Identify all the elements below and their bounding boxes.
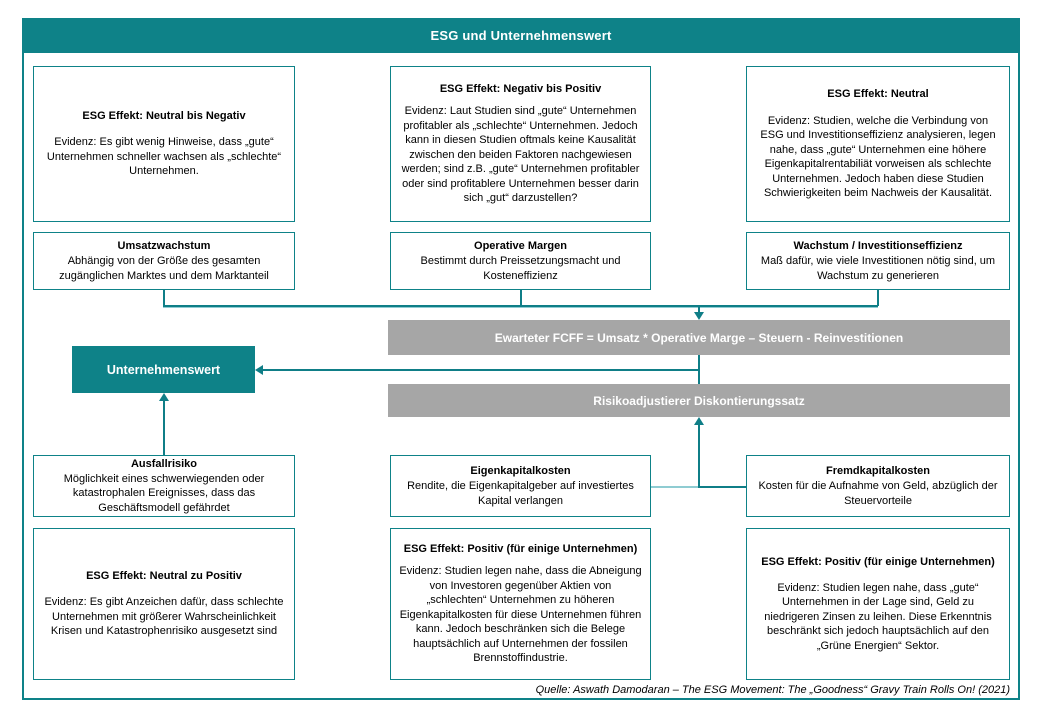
box-body: Evidenz: Laut Studien sind „gute“ Untern… [401,105,640,205]
arrow-down-icon [694,312,704,320]
box-body: Bestimmt durch Preissetzungsmacht und Ko… [420,255,621,282]
discount-rate-bar: Risikoadjustierer Diskontierungssatz [388,384,1010,417]
box-title: Umsatzwachstum [117,239,211,252]
connector-umsatz-down [163,290,165,306]
box-body: Maß dafür, wie viele Investitionen nötig… [760,255,996,282]
connector-eigen-horizontal [651,486,699,488]
diagram-title-bar: ESG und Unternehmenswert [22,18,1020,53]
box-body: Evidenz: Es gibt wenig Hinweise, dass „g… [46,136,282,178]
connector-effizienz-down [877,290,879,306]
connector-ausfall-up [163,399,165,455]
box-title: ESG Effekt: Neutral zu Positiv [86,570,242,583]
box-title: Fremdkapitalkosten [826,464,930,477]
connector-to-fcff [698,306,700,313]
box-body: Kosten für die Aufnahme von Geld, abzügl… [758,480,998,507]
esg-effect-box-growth: ESG Effekt: Neutral bis Negativ Evidenz:… [33,66,295,222]
unternehmenswert-box: Unternehmenswert [72,346,255,393]
box-title: Ausfallrisiko [130,457,198,470]
box-title: ESG Effekt: Neutral [827,88,929,101]
box-body: Evidenz: Es gibt Anzeichen dafür, dass s… [44,596,284,638]
arrow-up-icon [159,393,169,401]
risk-box-ausfallrisiko: Ausfallrisiko Möglichkeit eines schwerwi… [33,455,295,517]
box-body: Evidenz: Studien legen nahe, dass die Ab… [399,565,642,665]
box-body: Abhängig von der Größe des gesamten zugä… [59,255,269,282]
esg-effect-box-eigenkapital: ESG Effekt: Positiv (für einige Unterneh… [390,528,651,680]
arrow-left-icon [255,365,263,375]
driver-box-umsatzwachstum: Umsatzwachstum Abhängig von der Größe de… [33,232,295,290]
esg-effect-box-fremdkapital: ESG Effekt: Positiv (für einige Unterneh… [746,528,1010,680]
box-title: Eigenkapitalkosten [470,464,571,477]
box-title: ESG Effekt: Positiv (für einige Unterneh… [403,543,638,556]
risk-box-fremdkapitalkosten: Fremdkapitalkosten Kosten für die Aufnah… [746,455,1010,517]
box-title: Wachstum / Investitionseffizienz [793,239,963,252]
connector-margen-down [520,290,522,306]
connector-drivers-horizontal [163,305,878,307]
box-title: ESG Effekt: Positiv (für einige Unterneh… [761,555,995,568]
connector-drivers-horizontal-shadow [163,306,878,308]
driver-box-investitionseffizienz: Wachstum / Investitionseffizienz Maß daf… [746,232,1010,290]
box-title: Operative Margen [474,239,567,252]
driver-box-operative-margen: Operative Margen Bestimmt durch Preisset… [390,232,651,290]
unternehmenswert-label: Unternehmenswert [106,362,221,377]
box-title: ESG Effekt: Neutral bis Negativ [82,110,246,123]
box-body: Evidenz: Studien, welche die Verbindung … [760,114,996,200]
esg-effect-box-efficiency: ESG Effekt: Neutral Evidenz: Studien, we… [746,66,1010,222]
risk-box-eigenkapitalkosten: Eigenkapitalkosten Rendite, die Eigenkap… [390,455,651,517]
fcff-bar: Ewarteter FCFF = Umsatz * Operative Marg… [388,320,1010,355]
connector-capital-up [698,424,700,487]
fcff-bar-label: Ewarteter FCFF = Umsatz * Operative Marg… [494,330,904,345]
diagram-title: ESG und Unternehmenswert [430,28,612,43]
connector-fremd-horizontal [698,486,746,488]
box-body: Möglichkeit eines schwerwiegenden oder k… [63,472,265,514]
esg-effect-box-ausfallrisiko: ESG Effekt: Neutral zu Positiv Evidenz: … [33,528,295,680]
box-body: Evidenz: Studien legen nahe, dass „gute“… [764,581,992,652]
discount-rate-label: Risikoadjustierer Diskontierungssatz [593,393,805,408]
source-citation: Quelle: Aswath Damodaran – The ESG Movem… [535,684,1010,696]
box-title: ESG Effekt: Negativ bis Positiv [439,83,602,96]
arrow-up-icon [694,417,704,425]
box-body: Rendite, die Eigenkapitalgeber auf inves… [407,480,634,507]
connector-to-valuebox [262,369,700,371]
esg-effect-box-margins: ESG Effekt: Negativ bis Positiv Evidenz:… [390,66,651,222]
